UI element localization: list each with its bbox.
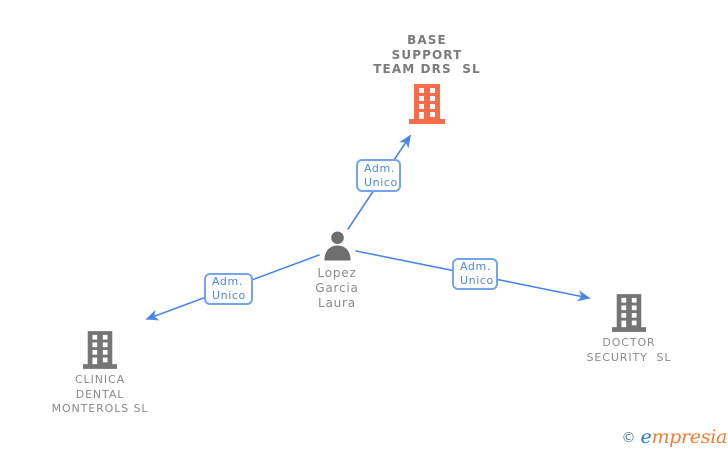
building-icon [612, 294, 646, 332]
building-icon [83, 331, 117, 369]
node-base-support-team-drs-sl[interactable]: BASE SUPPORT TEAM DRS SL [346, 33, 508, 124]
person-name-line: Garcia [315, 281, 359, 295]
company-name-line: SUPPORT [391, 47, 463, 62]
company-name-line: BASE [407, 33, 447, 47]
company-name-line: MONTEROLS SL [51, 402, 149, 415]
person-name-line: Laura [318, 296, 356, 310]
company-name-line: DENTAL [75, 387, 125, 401]
empresia-wordmark: empresia [640, 428, 727, 447]
node-lopez-garcia-laura[interactable]: Lopez Garcia Laura [262, 229, 412, 311]
company-name-line: SECURITY SL [586, 350, 672, 364]
edge-label-adm-unico-top: Adm. Unico [356, 159, 401, 192]
node-clinica-dental-monterols-sl[interactable]: CLINICA DENTAL MONTEROLS SL [25, 331, 175, 417]
company-name: BASE SUPPORT TEAM DRS SL [373, 33, 480, 77]
person-name: Lopez Garcia Laura [315, 266, 358, 311]
edge-label-line: Unico [212, 289, 246, 302]
edge-label-line: Adm. [364, 161, 395, 175]
edge-label-line: Unico [460, 274, 494, 287]
empresia-wordmark-rest: mpresia [651, 426, 727, 448]
edge-label-line: Adm. [460, 260, 491, 273]
company-name-line: DOCTOR [602, 336, 656, 349]
empresia-wordmark-e: e [640, 426, 652, 448]
company-name-line: CLINICA [74, 373, 126, 386]
empresia-logo[interactable]: © empresia [621, 428, 727, 447]
edge-label-adm-unico-left: Adm. Unico [204, 273, 253, 305]
edge-label-line: Unico [364, 175, 398, 189]
edge-label-line: Adm. [212, 275, 243, 288]
edge-label-adm-unico-right: Adm. Unico [452, 258, 498, 290]
building-icon [409, 83, 445, 124]
person-icon [322, 229, 353, 261]
copyright-icon: © [621, 429, 636, 446]
company-name: DOCTOR SECURITY SL [587, 336, 672, 365]
company-name: CLINICA DENTAL MONTEROLS SL [52, 373, 149, 417]
person-name-line: Lopez [317, 266, 357, 280]
company-name-line: TEAM DRS SL [373, 62, 481, 76]
node-doctor-security-sl[interactable]: DOCTOR SECURITY SL [554, 294, 704, 365]
